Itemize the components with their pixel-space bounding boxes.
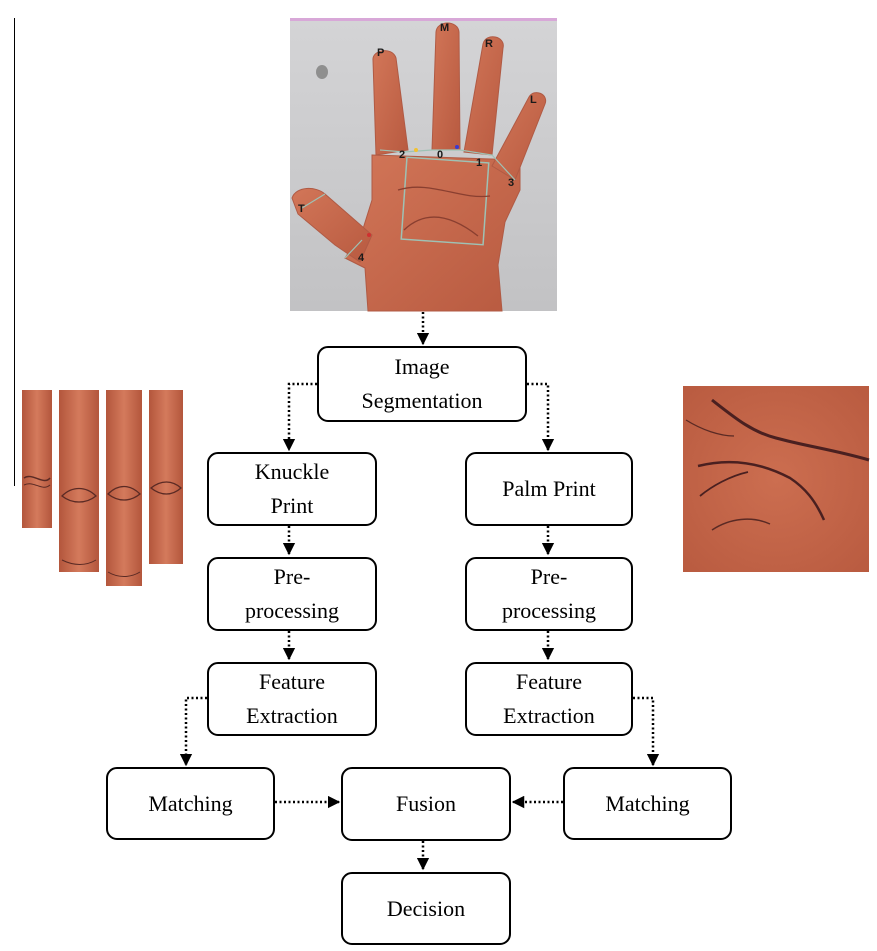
arrow-feature-to-matching-right: [633, 698, 653, 765]
knuckle-print-box: Knuckle Print: [207, 452, 377, 526]
arrow-segmentation-to-palm: [527, 384, 548, 450]
preprocessing-right-box: Pre- processing: [465, 557, 633, 631]
matching-left-box: Matching: [106, 767, 275, 840]
feature-extraction-right-box: Feature Extraction: [465, 662, 633, 736]
arrow-segmentation-to-knuckle: [289, 384, 317, 450]
fusion-box: Fusion: [341, 767, 511, 841]
feature-extraction-left-box: Feature Extraction: [207, 662, 377, 736]
preprocessing-left-box: Pre- processing: [207, 557, 377, 631]
matching-right-box: Matching: [563, 767, 732, 840]
image-segmentation-box: Image Segmentation: [317, 346, 527, 422]
decision-box: Decision: [341, 872, 511, 945]
arrow-feature-to-matching-left: [186, 698, 207, 765]
palm-print-box: Palm Print: [465, 452, 633, 526]
